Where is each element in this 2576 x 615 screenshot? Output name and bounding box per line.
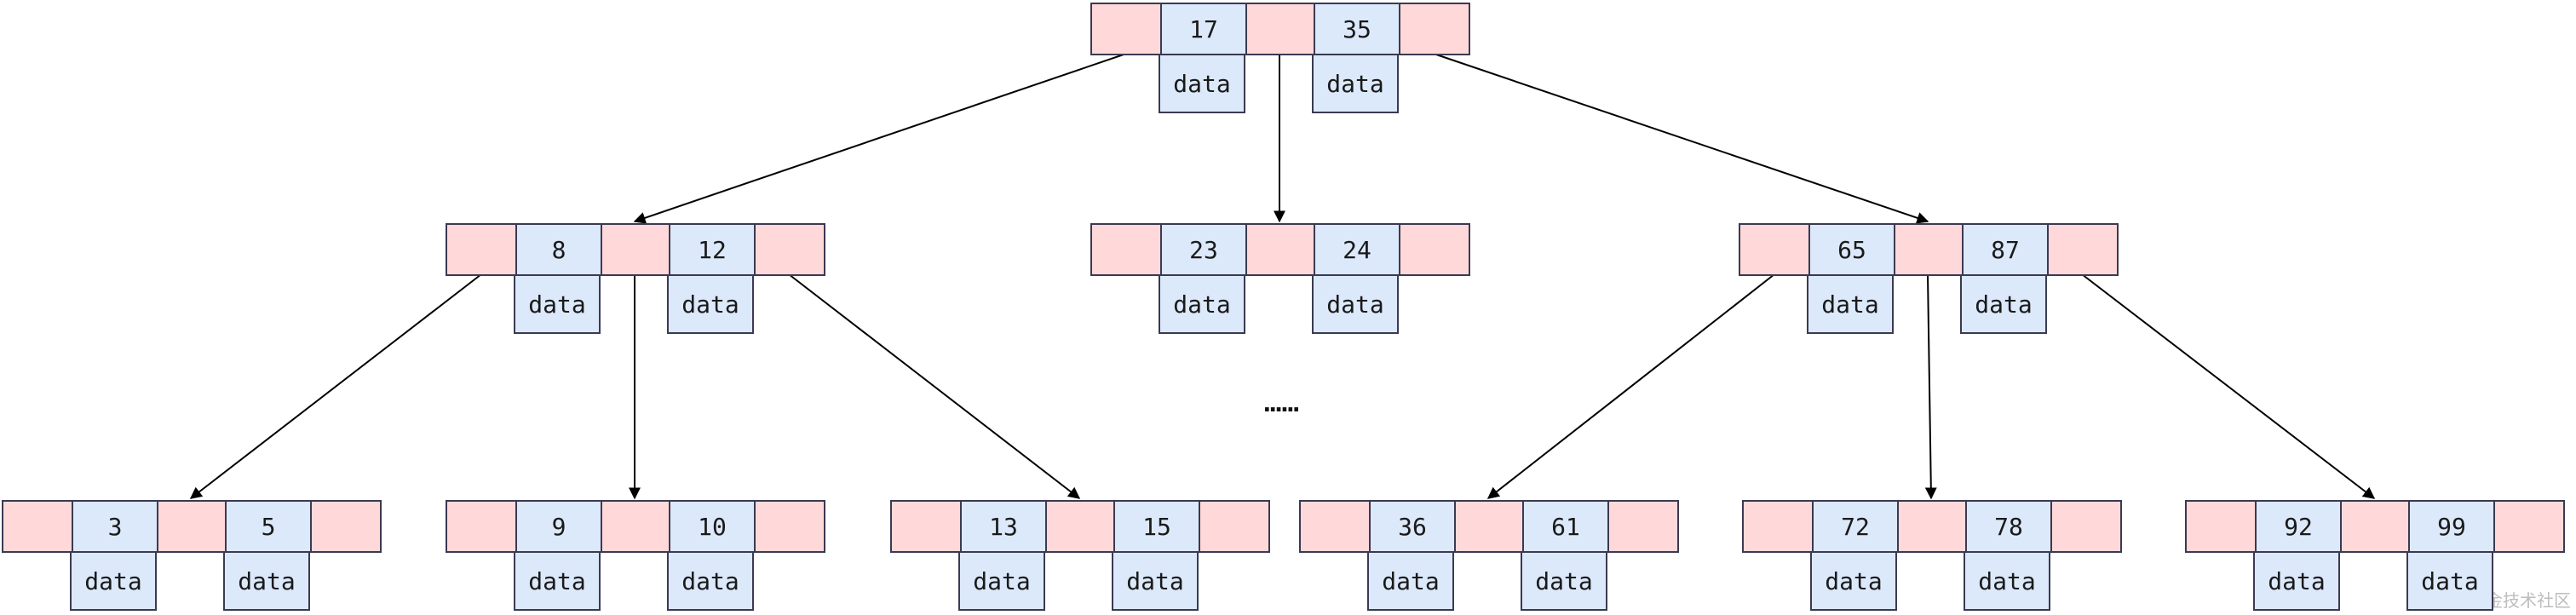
pointer-cell: [1301, 502, 1369, 551]
pointer-cell: [1092, 225, 1160, 274]
pointer-cell: [1740, 225, 1808, 274]
edge-arrow-n65-87-to-leaf36-61: [1486, 273, 1775, 499]
data-cell: data: [1807, 274, 1894, 334]
pointer-cell: [1399, 225, 1469, 274]
key-cell: 10: [669, 502, 754, 551]
pointer-cell: [2187, 502, 2255, 551]
edge-arrow-n65-87-to-leaf92-99: [2081, 273, 2376, 499]
pointer-cell: [1245, 4, 1314, 54]
pointer-cell: [1894, 225, 1962, 274]
key-cell: 8: [515, 225, 601, 274]
data-cell: data: [2253, 551, 2340, 611]
data-cell: data: [1521, 551, 1607, 611]
pointer-cell: [1454, 502, 1522, 551]
data-cell: data: [667, 274, 754, 334]
key-cell: 99: [2408, 502, 2493, 551]
data-cell: data: [2406, 551, 2493, 611]
edge-arrow-n8-12-to-leaf13-15: [788, 273, 1081, 499]
data-cell: data: [1159, 54, 1245, 113]
key-cell: 72: [1812, 502, 1897, 551]
key-cell: 92: [2255, 502, 2340, 551]
pointer-cell: [1199, 502, 1268, 551]
data-cell: data: [1312, 274, 1399, 334]
key-cell: 17: [1160, 4, 1245, 54]
pointer-cell: [447, 225, 515, 274]
pointer-cell: [2047, 225, 2117, 274]
key-cell: 35: [1314, 4, 1399, 54]
pointer-cell: [1744, 502, 1812, 551]
node-bar: 13 15: [890, 500, 1270, 553]
data-cell: data: [1367, 551, 1454, 611]
pointer-cell: [2493, 502, 2563, 551]
node-bar: 65 87: [1739, 223, 2119, 276]
key-cell: 24: [1314, 225, 1399, 274]
node-bar: 92 99: [2185, 500, 2565, 553]
data-cell: data: [1960, 274, 2047, 334]
pointer-cell: [754, 502, 824, 551]
edge-arrow-n8-12-to-leaf3-5: [189, 273, 482, 499]
data-cell: data: [1112, 551, 1199, 611]
data-cell: data: [1810, 551, 1897, 611]
data-cell: data: [70, 551, 157, 611]
pointer-cell: [892, 502, 960, 551]
key-cell: 3: [72, 502, 157, 551]
node-bar: 9 10: [446, 500, 825, 553]
data-cell: data: [1964, 551, 2050, 611]
key-cell: 13: [960, 502, 1045, 551]
edge-arrow-n65-87-to-leaf72-78: [1924, 273, 1937, 500]
key-cell: 5: [225, 502, 310, 551]
node-bar: 23 24: [1090, 223, 1470, 276]
pointer-cell: [1045, 502, 1113, 551]
node-bar: 36 61: [1299, 500, 1679, 553]
pointer-cell: [447, 502, 515, 551]
key-cell: 15: [1113, 502, 1199, 551]
key-cell: 61: [1522, 502, 1607, 551]
data-cell: data: [958, 551, 1045, 611]
pointer-cell: [754, 225, 824, 274]
pointer-cell: [1245, 225, 1314, 274]
data-cell: data: [1312, 54, 1399, 113]
node-bar: 8 12: [446, 223, 825, 276]
pointer-cell: [3, 502, 72, 551]
edge-arrow-root-to-n8-12: [633, 53, 1127, 224]
data-cell: data: [667, 551, 754, 611]
data-cell: data: [223, 551, 310, 611]
pointer-cell: [1607, 502, 1677, 551]
key-cell: 12: [669, 225, 754, 274]
pointer-cell: [2050, 502, 2120, 551]
pointer-cell: [1399, 4, 1469, 54]
node-bar: 72 78: [1742, 500, 2122, 553]
data-cell: data: [1159, 274, 1245, 334]
data-cell: data: [514, 274, 601, 334]
ellipsis-text: ......: [1262, 392, 1300, 417]
data-cell: data: [514, 551, 601, 611]
pointer-cell: [310, 502, 380, 551]
key-cell: 9: [515, 502, 601, 551]
key-cell: 78: [1965, 502, 2050, 551]
pointer-cell: [601, 502, 669, 551]
pointer-cell: [2340, 502, 2408, 551]
pointer-cell: [1092, 4, 1160, 54]
pointer-cell: [157, 502, 225, 551]
key-cell: 65: [1808, 225, 1894, 274]
pointer-cell: [1897, 502, 1965, 551]
key-cell: 36: [1369, 502, 1454, 551]
key-cell: 23: [1160, 225, 1245, 274]
pointer-cell: [601, 225, 669, 274]
key-cell: 87: [1962, 225, 2047, 274]
edge-arrow-root-to-n65-87: [1433, 53, 1929, 224]
